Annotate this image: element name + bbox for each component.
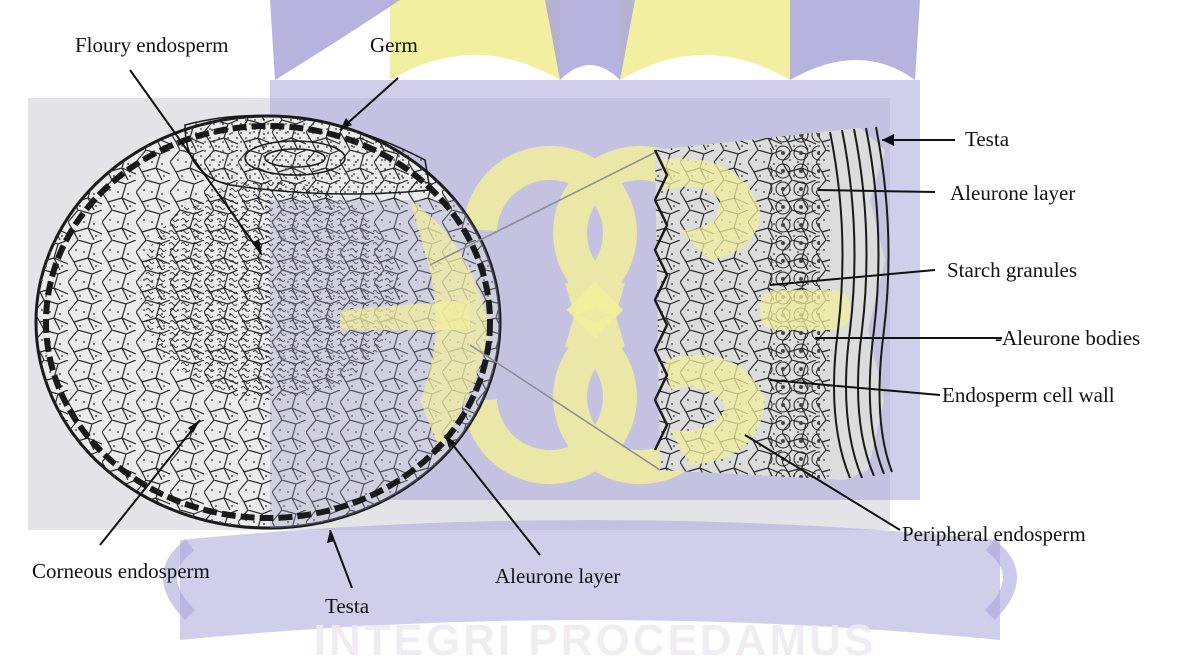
label-starch-granules: Starch granules bbox=[947, 258, 1077, 282]
label-testa-left: Testa bbox=[325, 594, 370, 618]
watermark-motto: INTEGRI PROCEDAMUS bbox=[314, 616, 876, 665]
label-germ: Germ bbox=[370, 33, 418, 57]
label-peripheral-endosperm: Peripheral endosperm bbox=[902, 522, 1086, 546]
yellow-highlight-middle bbox=[760, 290, 850, 330]
label-testa-right: Testa bbox=[965, 127, 1010, 151]
label-endosperm-cell-wall: Endosperm cell wall bbox=[942, 383, 1115, 407]
label-floury-endosperm: Floury endosperm bbox=[75, 33, 228, 57]
label-aleurone-layer-right: Aleurone layer bbox=[950, 181, 1075, 205]
watermark-purple-arch-mid bbox=[545, 0, 635, 80]
watermark-purple-arch-right bbox=[790, 0, 920, 80]
label-aleurone-layer-left: Aleurone layer bbox=[495, 564, 620, 588]
label-aleurone-bodies: -Aleurone bodies bbox=[995, 326, 1140, 350]
label-corneous-endosperm: Corneous endosperm bbox=[32, 559, 210, 583]
watermark-yellow-arch-right bbox=[620, 0, 790, 80]
magnified-section bbox=[650, 120, 892, 490]
